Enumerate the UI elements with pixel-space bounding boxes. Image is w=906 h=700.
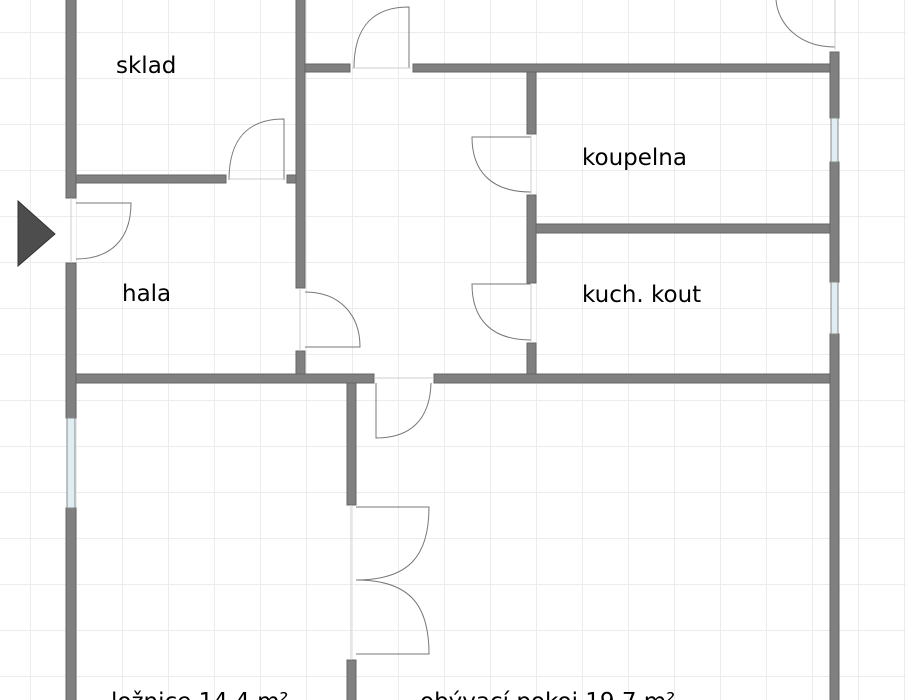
wall-middle-2 (433, 373, 831, 384)
wall-middle-1 (75, 373, 375, 384)
wall-top-1 (304, 63, 351, 73)
room-label-living: obývací pokoj 19,7 m² (420, 691, 675, 700)
wall-right-2 (829, 161, 840, 283)
wall-left-outer-3 (65, 507, 77, 700)
wall-bath-left-3 (526, 342, 537, 379)
wall-room-divider-2 (346, 659, 357, 700)
room-label-hala: hala (122, 281, 172, 307)
room-label-bedroom: ložnice 14,4 m² (111, 691, 289, 700)
room-label-kuchyn: kuch. kout (582, 282, 702, 308)
door-frames (70, 0, 836, 660)
wall-top-2 (412, 63, 836, 73)
wall-right-1 (829, 51, 840, 119)
door-hala (304, 291, 361, 348)
wall-bath-kitchen (535, 223, 832, 234)
door-entry (75, 202, 132, 260)
door-top (353, 6, 410, 69)
door-top-right (775, 0, 836, 48)
window-kitchen (830, 281, 839, 335)
window-left (66, 417, 76, 509)
door-middle (375, 382, 432, 439)
wall-left-outer-1 (65, 0, 77, 199)
door-kitchen (471, 283, 532, 341)
wall-right-3 (829, 333, 840, 700)
wall-sklad-right-1 (295, 0, 306, 289)
wall-sklad-hala (75, 174, 227, 184)
entry-arrow-icon (17, 199, 56, 268)
door-bath (471, 136, 532, 193)
windows (66, 117, 839, 509)
door-sklad (228, 118, 285, 181)
room-label-sklad: sklad (116, 53, 177, 79)
window-bath (830, 117, 839, 163)
wall-bath-left-2 (526, 194, 537, 284)
wall-left-outer-2 (65, 262, 77, 419)
walls (65, 0, 840, 700)
wall-bath-left-1 (526, 71, 537, 135)
doors (75, 0, 836, 655)
door-double (355, 506, 430, 655)
room-label-koupelna: koupelna (582, 145, 687, 171)
wall-stub (286, 174, 297, 184)
wall-room-divider-1 (346, 382, 357, 506)
